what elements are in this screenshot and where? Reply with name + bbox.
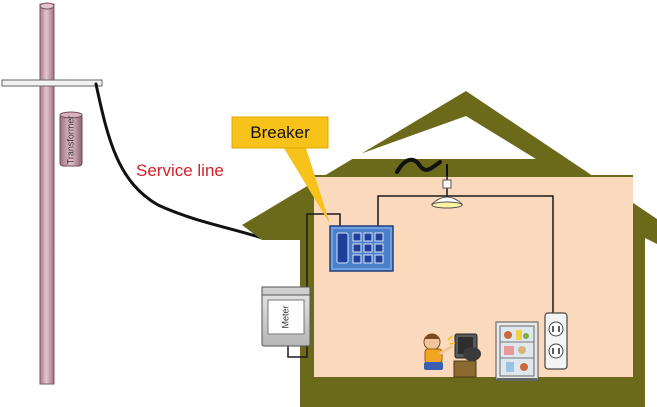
breaker-panel <box>329 225 394 272</box>
utility-pole <box>1 2 103 385</box>
meter-label: Meter <box>280 305 290 328</box>
attic-interior <box>346 116 536 159</box>
breaker-callout: Breaker <box>231 116 330 224</box>
breaker-label: Breaker <box>250 123 310 142</box>
ceiling-light-icon <box>430 179 464 209</box>
attic-wire <box>395 157 442 174</box>
transformer: Transformer <box>59 111 83 167</box>
service-line-wire <box>94 82 264 240</box>
service-line-label: Service line <box>136 161 224 180</box>
electric-meter: Meter <box>261 286 311 347</box>
child-watching-tv-icon <box>423 333 481 378</box>
wall-outlet-icon <box>544 312 568 370</box>
crossarm <box>1 79 103 87</box>
transformer-label: Transformer <box>65 116 75 165</box>
refrigerator-icon <box>495 321 539 381</box>
